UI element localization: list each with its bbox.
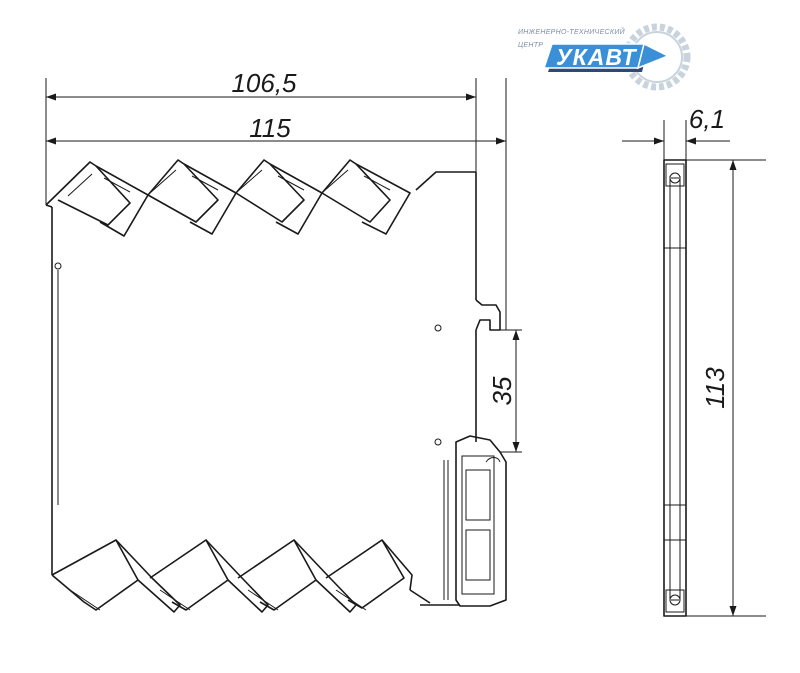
play-arrow-icon	[636, 42, 670, 70]
device-side-view	[663, 159, 687, 617]
top-terminals	[45, 159, 411, 237]
dimension-label-113: 113	[700, 367, 730, 409]
dimension-width-inner: 106,5	[45, 68, 477, 205]
dimension-label-35: 35	[487, 376, 517, 405]
logo-brand: УКАВТ	[556, 44, 637, 70]
logo-top-text: ИНЖЕНЕРНО-ТЕХНИЧЕСКИЙ	[518, 27, 626, 36]
dimension-label-106-5: 106,5	[231, 68, 297, 98]
dimension-width-outer: 115	[46, 78, 507, 330]
dimension-rail: 35	[487, 329, 522, 453]
screw-icon	[669, 594, 681, 606]
dimension-label-6-1: 6,1	[689, 104, 725, 134]
bottom-terminals	[51, 539, 413, 613]
device-front-view	[45, 159, 507, 613]
din-clip	[434, 299, 507, 607]
company-logo: ИНЖЕНЕРНО-ТЕХНИЧЕСКИЙ ЦЕНТР УКАВТ	[518, 23, 691, 91]
logo-middle-text: ЦЕНТР	[518, 42, 543, 49]
dimension-height: 113	[686, 159, 766, 617]
dimension-label-115: 115	[249, 113, 291, 143]
dimension-thickness: 6,1	[622, 104, 730, 160]
screw-icon	[669, 172, 681, 184]
